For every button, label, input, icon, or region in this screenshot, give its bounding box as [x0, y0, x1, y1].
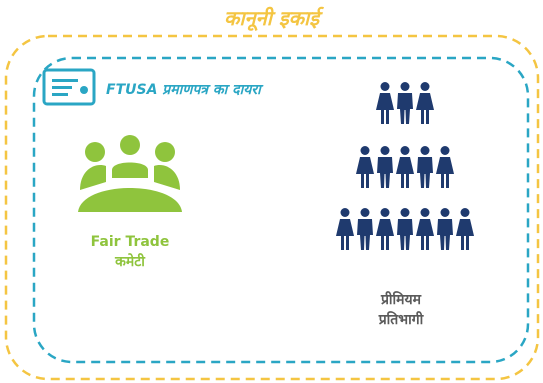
person-man-icon	[437, 208, 453, 250]
person-man-icon	[397, 82, 413, 124]
premium-participants-label: प्रीमियम प्रतिभागी	[336, 290, 466, 330]
person-woman-icon	[416, 208, 434, 250]
legal-entity-title: कानूनी इकाई	[223, 6, 320, 30]
premium-label-line2: प्रतिभागी	[378, 312, 424, 328]
group-meeting-icon	[78, 135, 182, 212]
certificate-scope-title: FTUSA प्रमाणपत्र का दायरा	[106, 82, 261, 98]
certificate-scope-boundary	[32, 56, 530, 364]
person-woman-icon	[396, 146, 414, 188]
person-woman-icon	[336, 208, 354, 250]
people-pyramid-icon	[336, 82, 474, 250]
person-woman-icon	[436, 146, 454, 188]
certificate-icon	[42, 68, 96, 106]
person-man-icon	[377, 146, 393, 188]
person-woman-icon	[456, 208, 474, 250]
person-man-icon	[417, 146, 433, 188]
fair-trade-committee-label: Fair Trade कमेटी	[60, 232, 200, 272]
committee-label-line1: Fair Trade	[90, 234, 170, 250]
person-man-icon	[397, 208, 413, 250]
person-woman-icon	[376, 208, 394, 250]
person-woman-icon	[356, 146, 374, 188]
premium-label-line1: प्रीमियम	[380, 292, 422, 308]
person-woman-icon	[376, 82, 394, 124]
person-man-icon	[357, 208, 373, 250]
person-woman-icon	[416, 82, 434, 124]
committee-label-line2: कमेटी	[115, 254, 145, 270]
